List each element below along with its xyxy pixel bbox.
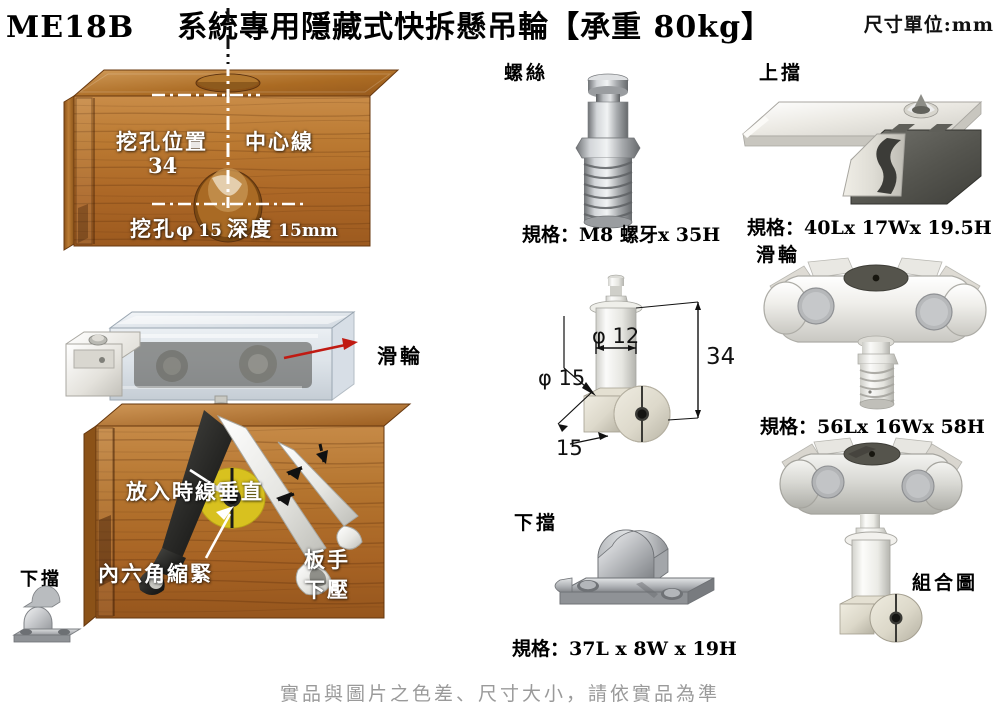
label-wrench-press-line2: 下壓 xyxy=(304,577,350,602)
lower-stop-svg xyxy=(554,529,715,605)
upper-stop-label: 上擋 xyxy=(759,62,804,84)
product-title: 系統專用隱藏式快拆懸吊輪【承重 80kg】 xyxy=(177,10,773,45)
label-hole-dimension: 挖孔φ 15 深度 15mm xyxy=(130,213,338,243)
roller-label: 滑輪 xyxy=(756,244,801,266)
phi-symbol: φ xyxy=(176,219,194,241)
lower-stop-spec: 規格：37L x 8W x 19H xyxy=(512,638,737,660)
hole-dia-value: 15 xyxy=(198,221,222,241)
hole-depth-value: 15mm xyxy=(278,221,338,241)
upper-stop-spec: 規格：40Lx 17Wx 19.5H xyxy=(747,217,992,239)
wood-panel-top-svg xyxy=(63,8,400,251)
part-lower-stop: 下擋 xyxy=(498,500,758,660)
assembly-svg xyxy=(779,437,963,643)
roller-spec: 規格：56Lx 16Wx 58H xyxy=(760,416,985,438)
screw-spec: 規格：M8 螺牙x 35H xyxy=(522,224,721,246)
lower-stop-mini: 下擋 xyxy=(2,565,88,645)
lower-stop-label: 下擋 xyxy=(514,512,559,534)
wood-panel-bottom-svg xyxy=(83,403,412,628)
part-upper-stop: 上擋 xyxy=(735,58,1000,239)
rail-assembly-svg xyxy=(65,311,358,414)
label-centerline: 中心線 xyxy=(245,129,314,154)
dim-width-15: 15 xyxy=(556,436,583,460)
unit-label: 尺寸單位:mm xyxy=(863,14,994,36)
assembly-label: 組合圖 xyxy=(912,572,979,594)
hole-depth-text: 深度 xyxy=(227,216,274,241)
install-diagram-top: 挖孔位置 34 中心線 挖孔φ 15 深度 15mm xyxy=(60,8,410,253)
page-title: ME18B 系統專用隱藏式快拆懸吊輪【承重 80kg】 xyxy=(6,2,772,46)
roller-svg xyxy=(763,257,987,410)
part-screw: 螺絲 xyxy=(500,58,720,248)
label-vertical-line: 放入時線垂直 xyxy=(126,479,264,504)
label-roller-callout: 滑輪 xyxy=(377,344,423,368)
screw-svg xyxy=(575,73,641,229)
label-hole-position-value: 34 xyxy=(148,153,178,178)
lower-stop-mini-svg xyxy=(12,585,82,643)
part-assembly: 組合圖 xyxy=(762,432,1000,652)
footer-note: 實品與圖片之色差、尺寸大小，請依實品為準 xyxy=(279,683,720,705)
dimension-drawing-svg xyxy=(557,274,701,445)
dim-dia-12: φ 12 xyxy=(592,324,640,348)
label-hex-tighten: 內六角縮緊 xyxy=(98,561,213,586)
dim-height-34: 34 xyxy=(706,344,736,370)
hole-spec-text: 挖孔 xyxy=(130,216,176,241)
install-diagram-bottom: 放入時線垂直 內六角縮緊 板手 下壓 xyxy=(58,398,418,643)
dimension-drawing: φ 12 φ 15 34 15 xyxy=(530,268,735,478)
part-roller: 滑輪 xyxy=(750,240,1000,438)
install-diagram-rail: 滑輪 xyxy=(62,300,420,430)
lower-stop-mini-label: 下擋 xyxy=(20,569,62,590)
label-wrench-press-line1: 板手 xyxy=(304,547,350,572)
screw-label: 螺絲 xyxy=(504,62,549,84)
model-code: ME18B xyxy=(6,10,135,45)
label-hole-position: 挖孔位置 xyxy=(116,129,208,154)
upper-stop-svg xyxy=(742,94,983,205)
dim-dia-15: φ 15 xyxy=(538,366,586,390)
